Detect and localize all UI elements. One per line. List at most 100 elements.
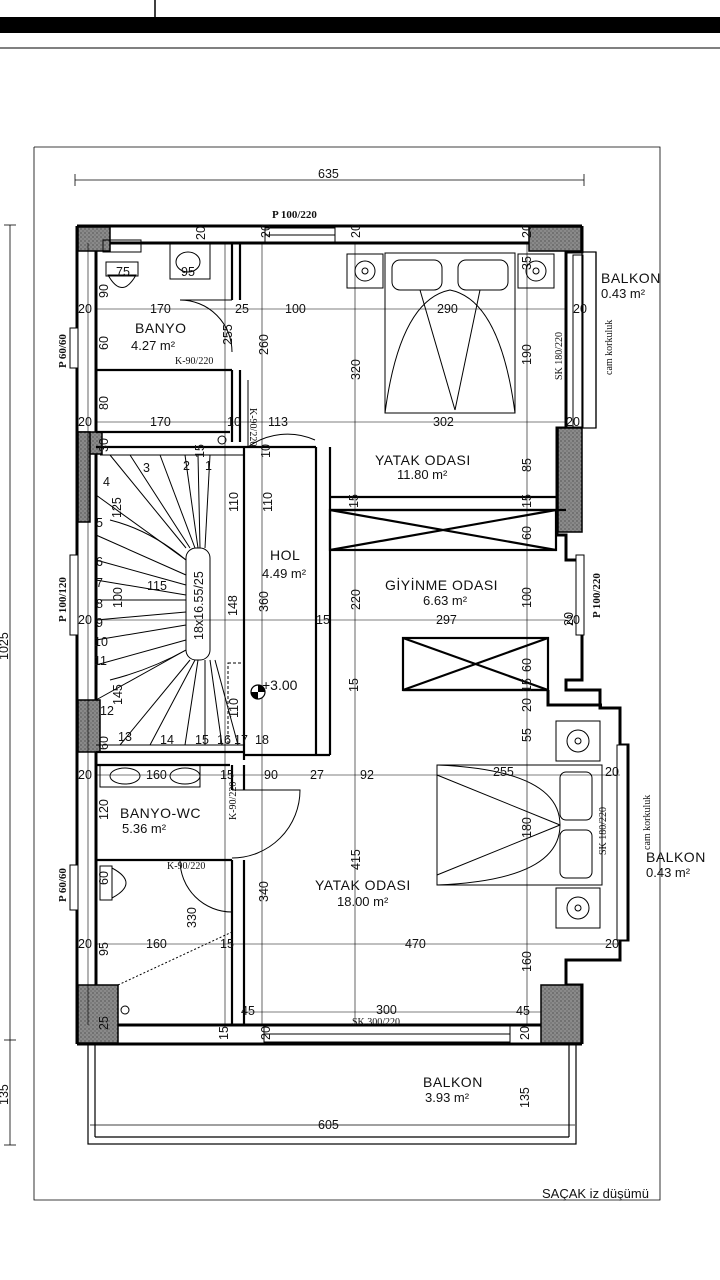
dim-20-l: 20 bbox=[78, 768, 92, 782]
door-label-wc: K-90/220 bbox=[167, 861, 205, 872]
dim-15-g: 15 bbox=[220, 768, 234, 782]
dim-75: 75 bbox=[116, 265, 130, 279]
dim-170-a: 170 bbox=[150, 302, 171, 316]
room-area-banyo: 4.27 m² bbox=[131, 338, 176, 353]
dim-60-d: 60 bbox=[97, 736, 111, 750]
dim-85: 85 bbox=[520, 458, 534, 472]
dimension-texts: 635 605 1025 135 75 95 20 170 20 25 100 … bbox=[0, 167, 619, 1132]
dim-45-a: 45 bbox=[241, 1004, 255, 1018]
dim-330: 330 bbox=[185, 907, 199, 928]
fixtures bbox=[99, 239, 233, 1015]
stair-step-10: 10 bbox=[94, 635, 108, 649]
stair-step-16: 16 bbox=[217, 733, 231, 747]
room-name-yatak-odasi-1: YATAK ODASI bbox=[375, 452, 471, 468]
room-area-balkon-1: 0.43 m² bbox=[601, 286, 646, 301]
dim-148: 148 bbox=[226, 595, 240, 616]
dim-180: 180 bbox=[520, 817, 534, 838]
stair-step-1: 1 bbox=[205, 459, 212, 473]
eave-projection bbox=[33, 146, 661, 1201]
dim-20-i: 20 bbox=[78, 613, 92, 627]
level-marker bbox=[250, 684, 266, 700]
door-label-banyo: K-90/220 bbox=[175, 356, 213, 367]
dim-340: 340 bbox=[257, 881, 271, 902]
dim-145: 145 bbox=[111, 684, 125, 705]
stair-step-2: 2 bbox=[183, 459, 190, 473]
dim-20-c: 20 bbox=[573, 302, 587, 316]
stair-step-8: 8 bbox=[96, 597, 103, 611]
room-area-balkon-3: 3.93 m² bbox=[425, 1090, 470, 1105]
room-area-balkon-2: 0.43 m² bbox=[646, 865, 691, 880]
dim-135: 135 bbox=[518, 1087, 532, 1108]
room-labels: BANYO 4.27 m² YATAK ODASI 11.80 m² HOL 4… bbox=[120, 270, 706, 1105]
dim-220: 220 bbox=[349, 589, 363, 610]
dim-90-b: 90 bbox=[264, 768, 278, 782]
door-label-hol: K-90/220 bbox=[247, 408, 258, 446]
dim-top-total: 635 bbox=[318, 167, 339, 181]
dim-255-a: 255 bbox=[221, 324, 235, 345]
window-label-stair: P 100/120 bbox=[57, 577, 69, 622]
dim-320: 320 bbox=[349, 359, 363, 380]
room-name-balkon-1: BALKON bbox=[601, 270, 661, 286]
dim-20-q: 20 bbox=[518, 1026, 532, 1040]
dim-bottom-total: 605 bbox=[318, 1118, 339, 1132]
stair-step-14: 14 bbox=[160, 733, 174, 747]
dim-20-o: 20 bbox=[605, 937, 619, 951]
dim-297: 297 bbox=[436, 613, 457, 627]
windows bbox=[69, 227, 628, 1043]
dim-120: 120 bbox=[97, 799, 111, 820]
dim-160-b: 160 bbox=[146, 937, 167, 951]
room-name-balkon-3: BALKON bbox=[423, 1074, 483, 1090]
dim-20-k: 20 bbox=[520, 698, 534, 712]
dim-20-b: 20 bbox=[78, 302, 92, 316]
dim-20-d: 20 bbox=[259, 224, 273, 238]
window-label-giyinme: P 100/220 bbox=[591, 573, 603, 618]
dim-20-m: 20 bbox=[605, 765, 619, 779]
dim-255-b: 255 bbox=[493, 765, 514, 779]
dim-160-a: 160 bbox=[146, 768, 167, 782]
dim-15-e: 15 bbox=[347, 678, 361, 692]
stair-step-7: 7 bbox=[96, 576, 103, 590]
dim-160-c: 160 bbox=[520, 951, 534, 972]
stair-step-6: 6 bbox=[96, 555, 103, 569]
dim-90-a: 90 bbox=[97, 284, 111, 298]
room-name-balkon-2: BALKON bbox=[646, 849, 706, 865]
dim-25: 25 bbox=[235, 302, 249, 316]
room-name-giyinme-odasi: GİYİNME ODASI bbox=[385, 576, 498, 593]
doors bbox=[179, 299, 316, 913]
dim-15-h: 15 bbox=[220, 937, 234, 951]
dim-20-f: 20 bbox=[520, 224, 534, 238]
overall-dimensions bbox=[4, 174, 585, 1146]
stair-spec: 18x16.55/25 bbox=[192, 571, 206, 640]
room-area-yatak-odasi-2: 18.00 m² bbox=[337, 894, 389, 909]
window-label-sk-2: SK 180/220 bbox=[598, 807, 609, 855]
dim-190: 190 bbox=[520, 344, 534, 365]
dim-15-d: 15 bbox=[316, 613, 330, 627]
dim-60-e: 60 bbox=[97, 871, 111, 885]
opening-labels: P 100/220 P 60/60 P 100/120 P 60/60 P 10… bbox=[57, 209, 653, 1028]
stair-step-9: 9 bbox=[96, 616, 103, 630]
dim-302: 302 bbox=[433, 415, 454, 429]
dim-100-a: 100 bbox=[285, 302, 306, 316]
dim-20-h: 20 bbox=[566, 415, 580, 429]
dim-35: 35 bbox=[520, 256, 534, 270]
dim-10-b: 10 bbox=[259, 444, 273, 458]
dim-125: 125 bbox=[110, 497, 124, 518]
dim-20-e: 20 bbox=[349, 224, 363, 238]
dim-100-b: 100 bbox=[111, 587, 125, 608]
dim-15-i: 15 bbox=[217, 1026, 231, 1040]
dim-260: 260 bbox=[257, 334, 271, 355]
dim-left-balcony: 135 bbox=[0, 1084, 11, 1105]
stair-labels: 18x16.55/25 1 2 3 4 5 6 7 8 9 10 11 12 1… bbox=[94, 459, 269, 747]
beds bbox=[346, 252, 603, 929]
railing-label-1: cam korkuluk bbox=[604, 320, 615, 375]
dim-290: 290 bbox=[437, 302, 458, 316]
internal-dimension-lines bbox=[87, 243, 620, 1025]
stair-step-4: 4 bbox=[103, 475, 110, 489]
room-area-hol: 4.49 m² bbox=[262, 566, 307, 581]
dim-10-a: 10 bbox=[227, 415, 241, 429]
window-label-sk-300: SK 300/220 bbox=[352, 1017, 400, 1028]
dim-left-total: 1025 bbox=[0, 632, 11, 660]
eave-note: SAÇAK iz düşümü bbox=[542, 1186, 649, 1201]
dim-110-c: 110 bbox=[227, 698, 241, 718]
stair-step-5: 5 bbox=[96, 516, 103, 530]
